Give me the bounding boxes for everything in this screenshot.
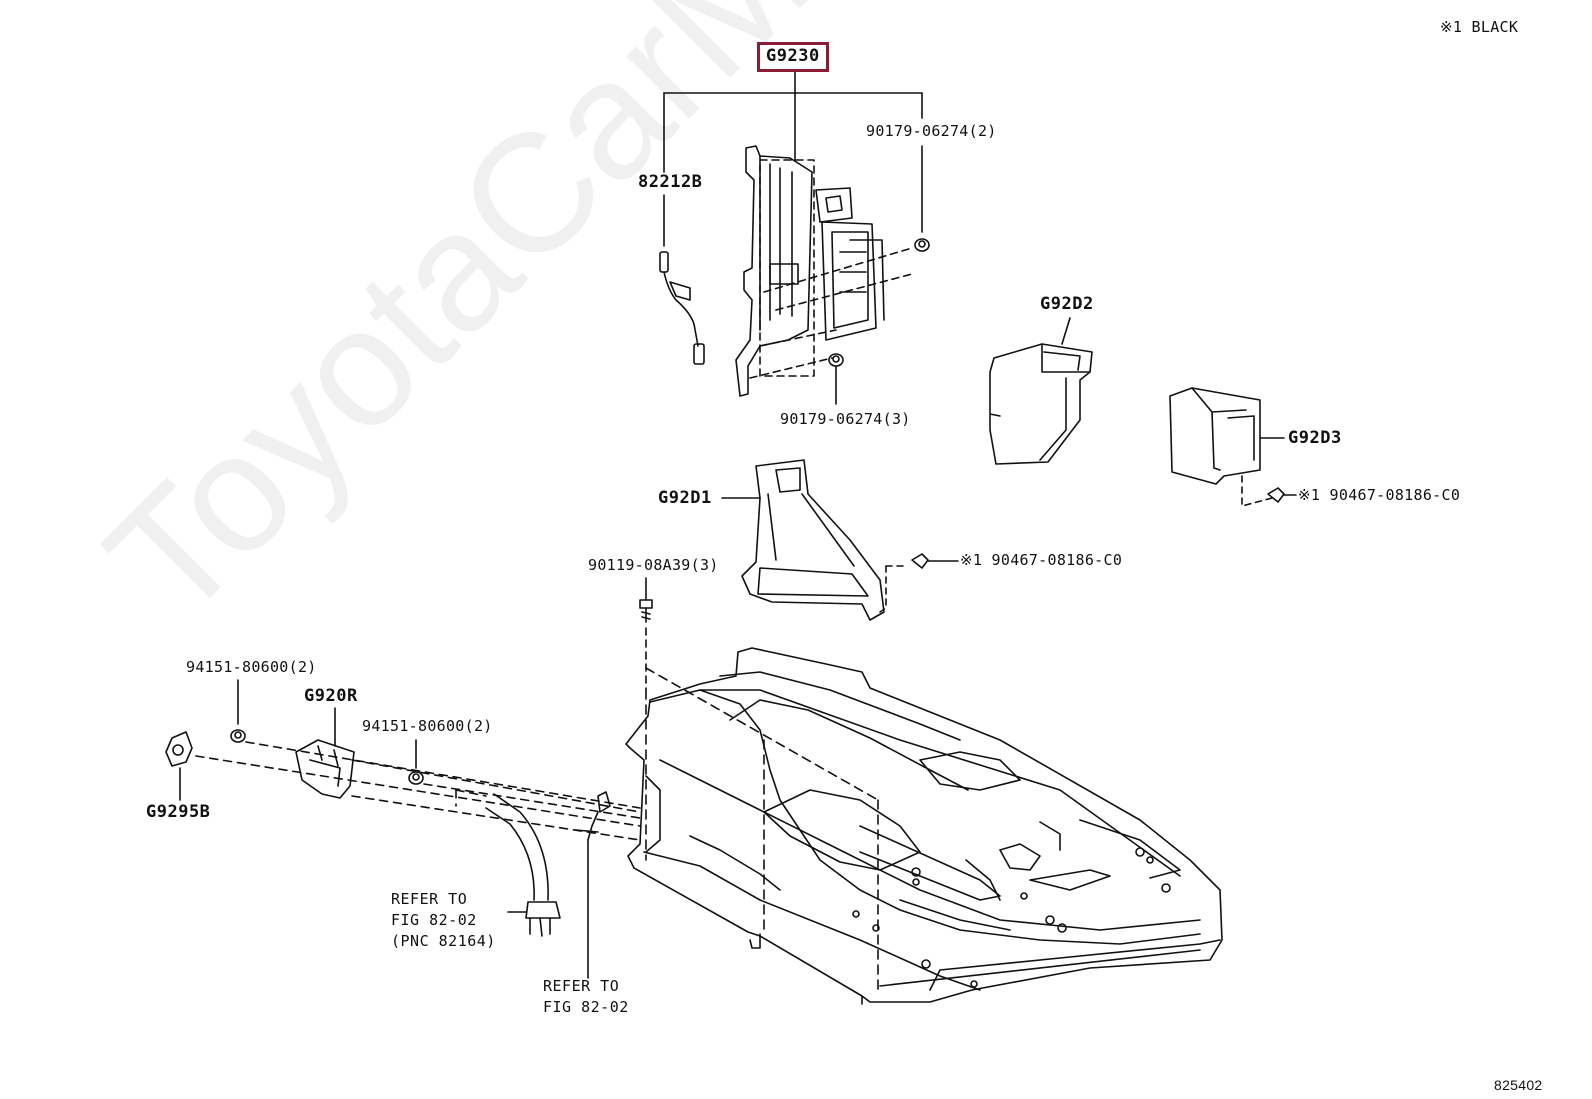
battery-tray-frame [625,647,1223,1005]
figure-number: 825402 [1494,1077,1543,1093]
callout-g92d3[interactable]: G92D3 [1288,428,1342,448]
callout-clip-right[interactable]: ※1 90467-08186-C0 [1298,486,1461,504]
refer-label-pnc82164[interactable]: REFER TO FIG 82-02 (PNC 82164) [391,890,496,950]
callout-g9230-highlighted[interactable]: G9230 [757,42,829,72]
nut-left2-icon [408,739,424,785]
note-label: ※1 BLACK [1440,18,1519,36]
callout-g92d2[interactable]: G92D2 [1040,294,1094,314]
callout-nut-top[interactable]: 90179-06274(2) [866,122,997,140]
callout-nut-bottom[interactable]: 90179-06274(3) [780,410,911,428]
callout-82212b[interactable]: 82212B [638,172,703,192]
nut-top-icon [914,238,930,252]
left-dashed-leaders [195,741,641,841]
callout-nut-left2[interactable]: 94151-80600(2) [362,717,493,735]
ecu-dashed-leaders [749,159,913,379]
callout-g92d1[interactable]: G92D1 [658,488,712,508]
nut-left-icon [230,679,246,743]
callout-bolt[interactable]: 90119-08A39(3) [588,556,719,574]
control-module-assembly [735,145,885,397]
g9230-leader-bracket [663,71,923,247]
bracket-g920r [295,707,355,799]
clamp-g9295b [165,731,193,801]
duct-g92d3 [1169,387,1285,485]
callout-clip-mid[interactable]: ※1 90467-08186-C0 [960,551,1123,569]
refer-label-fig82-02[interactable]: REFER TO FIG 82-02 [543,977,629,1016]
bolt-icon [639,577,653,691]
wire-harness-82212b [659,251,705,365]
clip-right-icon [1241,475,1297,507]
tray-dashed-guides [645,667,879,991]
duct-g92d2 [989,317,1093,465]
clip-mid-icon [911,553,959,569]
cable-harness [485,791,611,979]
callout-nut-left[interactable]: 94151-80600(2) [186,658,317,676]
duct-g92d1 [721,459,907,621]
callout-g920r[interactable]: G920R [304,686,358,706]
nut-bottom-icon [828,353,844,405]
callout-g9295b[interactable]: G9295B [146,802,211,822]
